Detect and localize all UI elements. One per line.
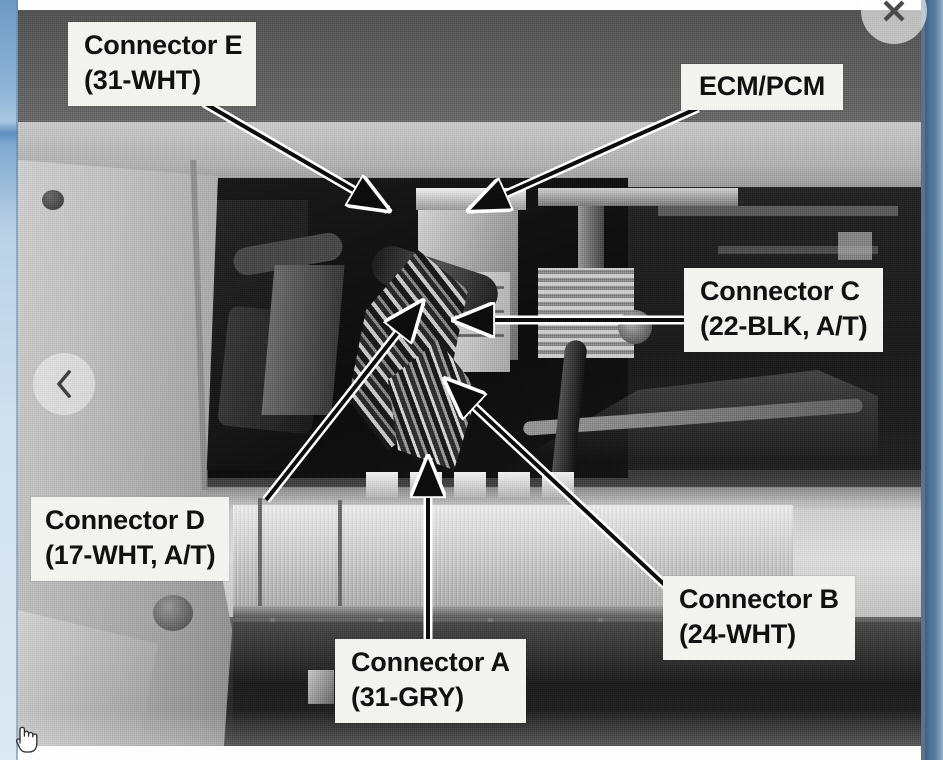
radiator-wire: [338, 500, 342, 618]
callout-title: Connector B: [679, 584, 839, 614]
engine-bay-part: [658, 206, 898, 216]
callout-label-connector-b: Connector B (24-WHT): [663, 576, 855, 660]
page-left-rail-line: [16, 0, 18, 760]
leader-connector-d: [264, 302, 422, 502]
callout-label-connector-a: Connector A (31-GRY): [335, 639, 526, 723]
engine-bay-part: [538, 188, 738, 206]
fender-grommet: [153, 595, 193, 631]
callout-title: ECM/PCM: [699, 71, 826, 101]
engine-bay-part: [538, 268, 634, 358]
callout-title: Connector D: [45, 505, 205, 535]
radiator-tab: [598, 610, 603, 632]
callout-detail: (22-BLK, A/T): [700, 311, 868, 341]
previous-image-button[interactable]: [33, 353, 95, 415]
harness-clip: [498, 472, 530, 498]
radiator-support-rail: [233, 606, 793, 618]
harness-clip: [366, 472, 398, 498]
callout-label-connector-e: Connector E (31-WHT): [68, 22, 257, 106]
callout-label-ecm-pcm: ECM/PCM: [681, 64, 844, 110]
close-icon: [883, 0, 905, 22]
callout-detail: (24-WHT): [679, 619, 796, 649]
page-right-rail-line: [921, 0, 925, 760]
page-left-rail: [0, 0, 18, 760]
callout-label-connector-c: Connector C (22-BLK, A/T): [684, 268, 884, 352]
engine-bay-part: [718, 246, 878, 254]
engine-bay-part: [838, 232, 872, 260]
harness-clip: [454, 472, 486, 498]
callout-label-connector-d: Connector D (17-WHT, A/T): [31, 497, 230, 581]
leader-connector-b: [446, 380, 670, 590]
radiator-tab: [270, 610, 275, 632]
leader-connector-e: [202, 101, 388, 210]
callout-detail: (31-WHT): [84, 65, 201, 95]
chevron-left-icon: [56, 369, 72, 399]
callout-arrows: [201, 99, 700, 650]
callout-title: Connector C: [700, 276, 860, 306]
callout-title: Connector E: [84, 30, 243, 60]
connector-a-bracket: [308, 670, 334, 704]
radiator-tab: [488, 610, 493, 632]
callout-detail: (31-GRY): [351, 682, 464, 712]
fender-bolt: [42, 190, 64, 210]
callout-detail: (17-WHT, A/T): [45, 540, 216, 570]
radiator-wire: [258, 498, 262, 618]
callout-title: Connector A: [351, 647, 510, 677]
leader-ecm: [470, 106, 699, 210]
page-right-rail: [925, 0, 943, 760]
radiator-tab: [378, 610, 383, 632]
